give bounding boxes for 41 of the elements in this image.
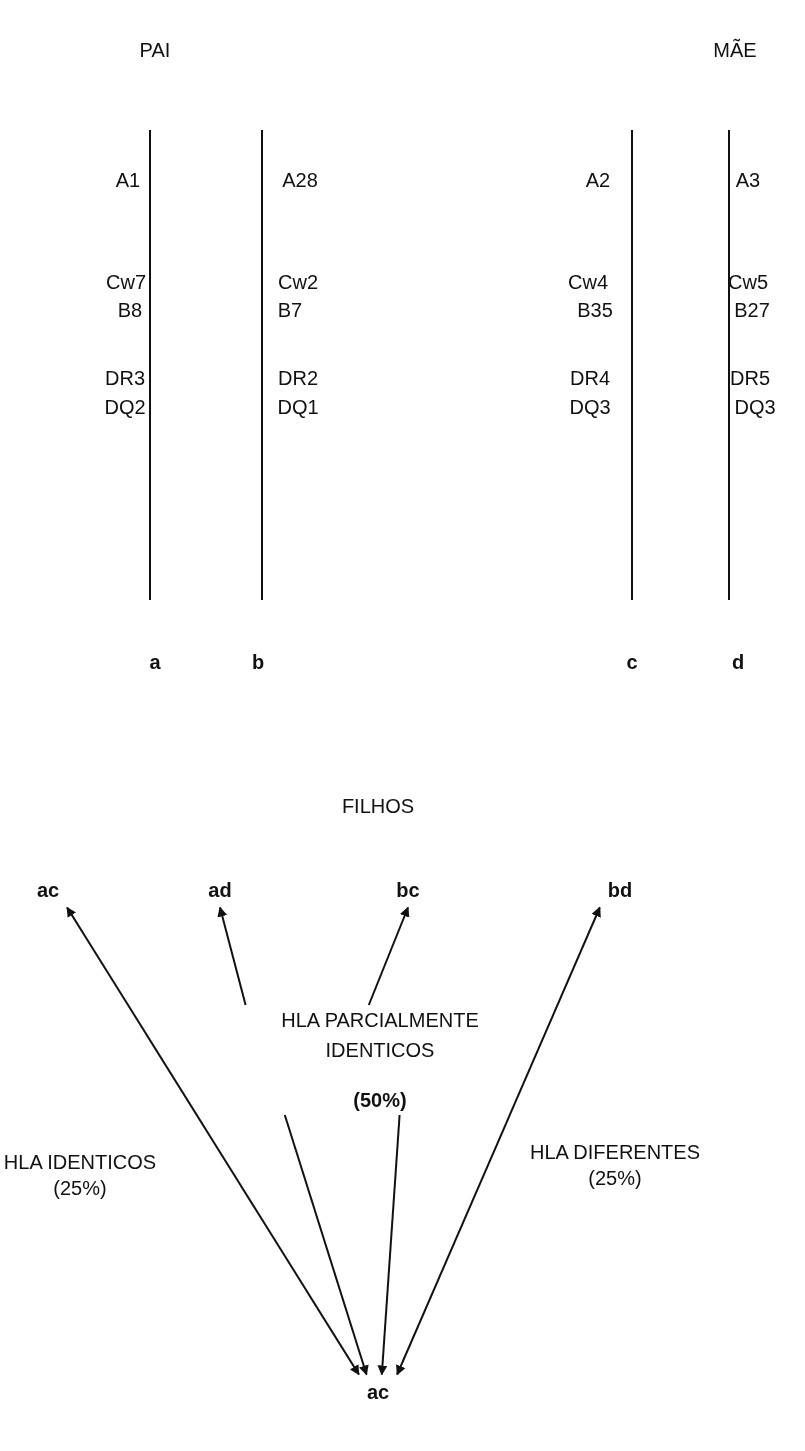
allele-label: A1 <box>115 168 141 192</box>
arrow <box>377 1114 401 1376</box>
allele-label: B7 <box>277 298 303 322</box>
haplotype-letter: c <box>626 650 638 674</box>
parent-heading: PAI <box>139 38 171 62</box>
allele-label: B27 <box>734 298 770 322</box>
allele-label: A28 <box>282 168 318 192</box>
allele-label: DR2 <box>278 366 318 390</box>
haplotype-letter: d <box>731 650 745 674</box>
probability-note: HLA DIFERENTES (25%) <box>528 1140 701 1191</box>
allele-label: Cw5 <box>728 270 768 294</box>
allele-label: Cw7 <box>106 270 146 294</box>
haplotype-letter: a <box>149 650 161 674</box>
allele-label: A2 <box>585 168 611 192</box>
arrow <box>66 906 360 1376</box>
genotype-label: bc <box>388 872 428 908</box>
allele-label: B35 <box>577 298 613 322</box>
genotype-label: ac <box>358 1374 398 1410</box>
allele-label: B8 <box>117 298 143 322</box>
arrow <box>396 906 601 1376</box>
genotype-label: ad <box>200 872 240 908</box>
allele-label: DQ3 <box>569 395 611 419</box>
genotype-label: ac <box>28 872 68 908</box>
children-heading: FILHOS <box>341 794 415 818</box>
allele-label: DQ3 <box>734 395 776 419</box>
allele-label: Cw4 <box>568 270 608 294</box>
arrow <box>367 906 410 1006</box>
genotype-label: bd <box>599 872 641 908</box>
allele-label: Cw2 <box>278 270 318 294</box>
haplotype-letter: b <box>251 650 265 674</box>
arrow <box>217 906 247 1006</box>
allele-label: DR4 <box>570 366 610 390</box>
arrow <box>283 1114 369 1376</box>
allele-label: DQ1 <box>277 395 319 419</box>
allele-label: DQ2 <box>104 395 146 419</box>
probability-note: HLA IDENTICOS (25%) <box>2 1150 158 1201</box>
allele-label: DR5 <box>730 366 770 390</box>
parent-heading: MÃE <box>713 38 757 62</box>
annotation-text: HLA PARCIALMENTE IDENTICOS (50%) <box>240 1005 520 1115</box>
allele-label: DR3 <box>105 366 145 390</box>
allele-label: A3 <box>735 168 761 192</box>
